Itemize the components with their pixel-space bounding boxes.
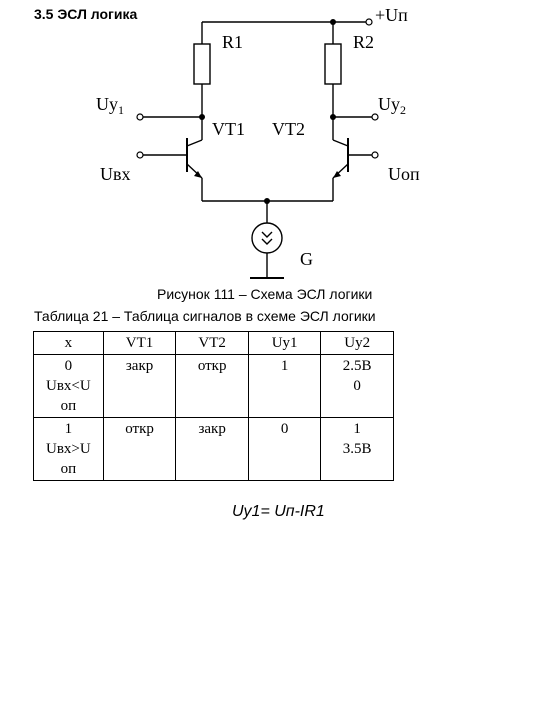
cell-uy2: 1 3.5В [320,417,394,481]
cell-vt2: откр [175,354,249,418]
ecl-circuit-diagram: +Uп R1 R2 Uy1 Uy2 VT1 VT2 Uвх Uоп G [96,5,420,279]
table-row: 1 Uвх>U оп откр закр 0 1 3.5В [33,417,394,481]
figure-caption: Рисунок 111 – Схема ЭСЛ логики [157,286,373,302]
label-vt2: VT2 [272,119,305,139]
header-vt1: VT1 [102,331,177,355]
label-uin: Uвх [100,164,131,184]
cell-vt1: закр [102,354,177,418]
label-r2: R2 [353,32,374,52]
label-uy2: Uy2 [378,94,406,117]
terminal-vplus [365,18,373,26]
terminal-uy2 [371,113,379,121]
label-uref: Uоп [388,164,420,184]
cell-uy1: 1 [247,354,322,418]
terminal-uy1 [136,113,144,121]
terminal-uin [136,151,144,159]
label-vt1: VT1 [212,119,245,139]
header-vt2: VT2 [175,331,249,355]
cell-x: 0 Uвх<U оп [33,354,104,418]
label-vplus: +Uп [375,5,408,25]
formula: Uy1= Uп-IR1 [232,503,325,520]
header-uy1: Uy1 [247,331,322,355]
cell-uy2: 2.5В 0 [320,354,394,418]
resistor-r1 [193,43,211,85]
signal-table: x VT1 VT2 Uy1 Uy2 0 Uвх<U оп закр откр 1… [33,331,394,481]
label-g: G [300,249,313,269]
current-source-g [251,222,283,254]
cell-vt2: закр [175,417,249,481]
resistor-r2 [324,43,342,85]
label-r1: R1 [222,32,243,52]
cell-uy1: 0 [247,417,322,481]
table-header-row: x VT1 VT2 Uy1 Uy2 [33,331,394,355]
table-row: 0 Uвх<U оп закр откр 1 2.5В 0 [33,354,394,418]
cell-x: 1 Uвх>U оп [33,417,104,481]
cell-vt1: откр [102,417,177,481]
label-uy1: Uy1 [96,94,124,117]
header-uy2: Uy2 [320,331,394,355]
table-caption: Таблица 21 – Таблица сигналов в схеме ЭС… [34,308,376,324]
section-heading: 3.5 ЭСЛ логика [34,6,138,22]
terminal-uref [371,151,379,159]
header-x: x [33,331,104,355]
